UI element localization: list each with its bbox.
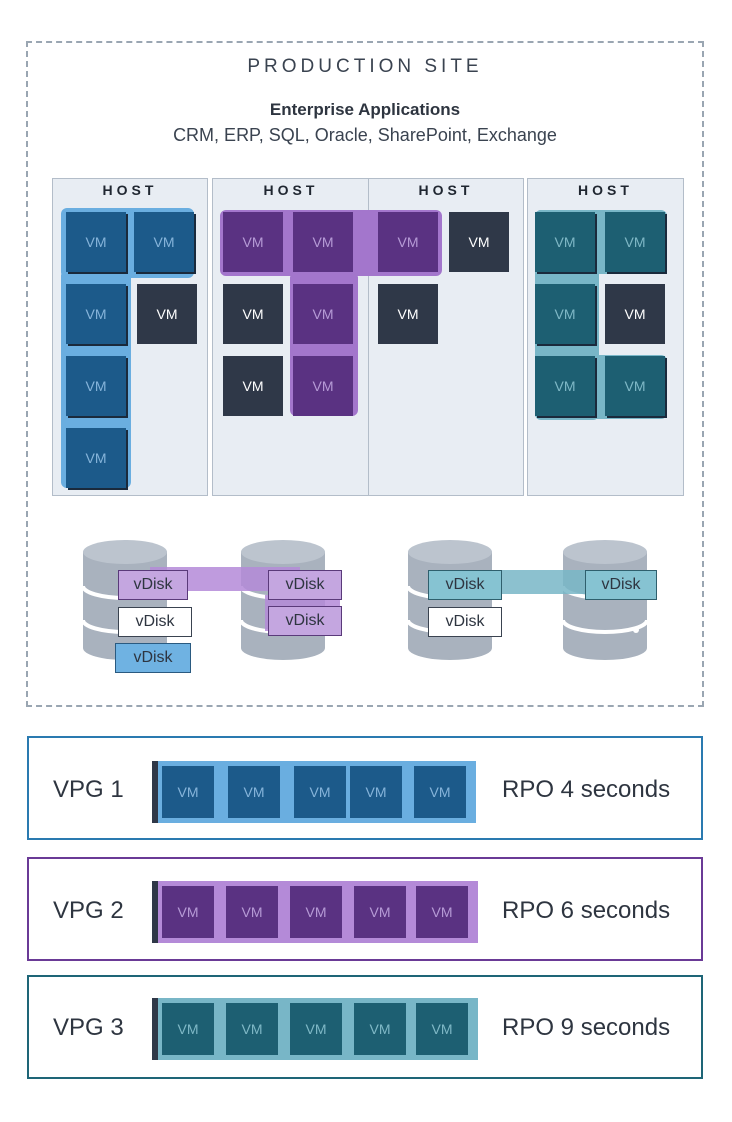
vpg-3-rpo: RPO 9 seconds [502, 1014, 671, 1041]
vpg-2-rpo: RPO 6 seconds [502, 897, 671, 924]
host-label: HOST [418, 182, 474, 198]
vm-box: VM [66, 212, 126, 272]
apps-list: CRM, ERP, SQL, Oracle, SharePoint, Excha… [173, 125, 557, 145]
vm-box: VM [66, 428, 126, 488]
vm-box: VM [535, 212, 595, 272]
vm-box: VM [223, 356, 283, 416]
host-label: HOST [578, 182, 633, 198]
vpg-2-name: VPG 2 [53, 897, 124, 924]
vm-box: VM [354, 1003, 406, 1055]
vpg-3-name: VPG 3 [53, 1014, 124, 1041]
vm-box: VM [66, 284, 126, 344]
vdisk-box: vDisk [268, 606, 342, 636]
vm-box: VM [134, 212, 194, 272]
vm-box: VM [416, 886, 468, 938]
vm-box: VM [605, 212, 665, 272]
vm-box: VM [378, 284, 438, 344]
vm-box: VM [223, 284, 283, 344]
vm-box: VM [535, 284, 595, 344]
datastore-icon [406, 540, 494, 660]
vdisk-box: vDisk [585, 570, 657, 600]
site-title: PRODUCTION SITE [247, 56, 483, 77]
vpg-1-name: VPG 1 [53, 776, 124, 803]
vpg-1-vm-strip: VM VM VM VM VM [158, 761, 476, 823]
vm-box: VM [226, 886, 278, 938]
vpg-strip-edge [152, 761, 160, 823]
vm-box: VM [290, 886, 342, 938]
vm-box: VM [535, 356, 595, 416]
vm-box: VM [228, 766, 280, 818]
vdisk-box: vDisk [428, 570, 502, 600]
host-label: HOST [102, 182, 158, 198]
vm-box: VM [162, 766, 214, 818]
vm-box: VM [137, 284, 197, 344]
vm-box: VM [293, 284, 353, 344]
datastore-icon [561, 540, 649, 660]
vm-box: VM [290, 1003, 342, 1055]
vm-box: VM [226, 1003, 278, 1055]
vm-box: VM [293, 212, 353, 272]
vpg-strip-edge [152, 998, 160, 1060]
vpg-1-panel [27, 736, 703, 840]
vm-box: VM [378, 212, 438, 272]
vm-box: VM [293, 356, 353, 416]
vm-box: VM [605, 356, 665, 416]
vpg-2-vm-strip: VM VM VM VM VM [158, 881, 478, 943]
production-site-frame [26, 41, 704, 707]
vm-box: VM [414, 766, 466, 818]
vdisk-box: vDisk [115, 643, 191, 673]
vdisk-box: vDisk [268, 570, 342, 600]
vpg-3-panel [27, 975, 703, 1079]
vpg-2-panel [27, 857, 703, 961]
vm-box: VM [354, 886, 406, 938]
apps-title: Enterprise Applications [269, 100, 461, 119]
vm-box: VM [66, 356, 126, 416]
vm-box: VM [223, 212, 283, 272]
host-label: HOST [263, 182, 319, 198]
vm-box: VM [605, 284, 665, 344]
vpg-strip-edge [152, 881, 160, 943]
vm-box: VM [294, 766, 346, 818]
vpg-3-vm-strip: VM VM VM VM VM [158, 998, 478, 1060]
vdisk-box: vDisk [428, 607, 502, 637]
vm-box: VM [162, 886, 214, 938]
vm-box: VM [449, 212, 509, 272]
vm-box: VM [350, 766, 402, 818]
vdisk-box: vDisk [118, 570, 188, 600]
vm-box: VM [162, 1003, 214, 1055]
vm-box: VM [416, 1003, 468, 1055]
vpg-1-rpo: RPO 4 seconds [502, 776, 671, 803]
vdisk-box: vDisk [118, 607, 192, 637]
